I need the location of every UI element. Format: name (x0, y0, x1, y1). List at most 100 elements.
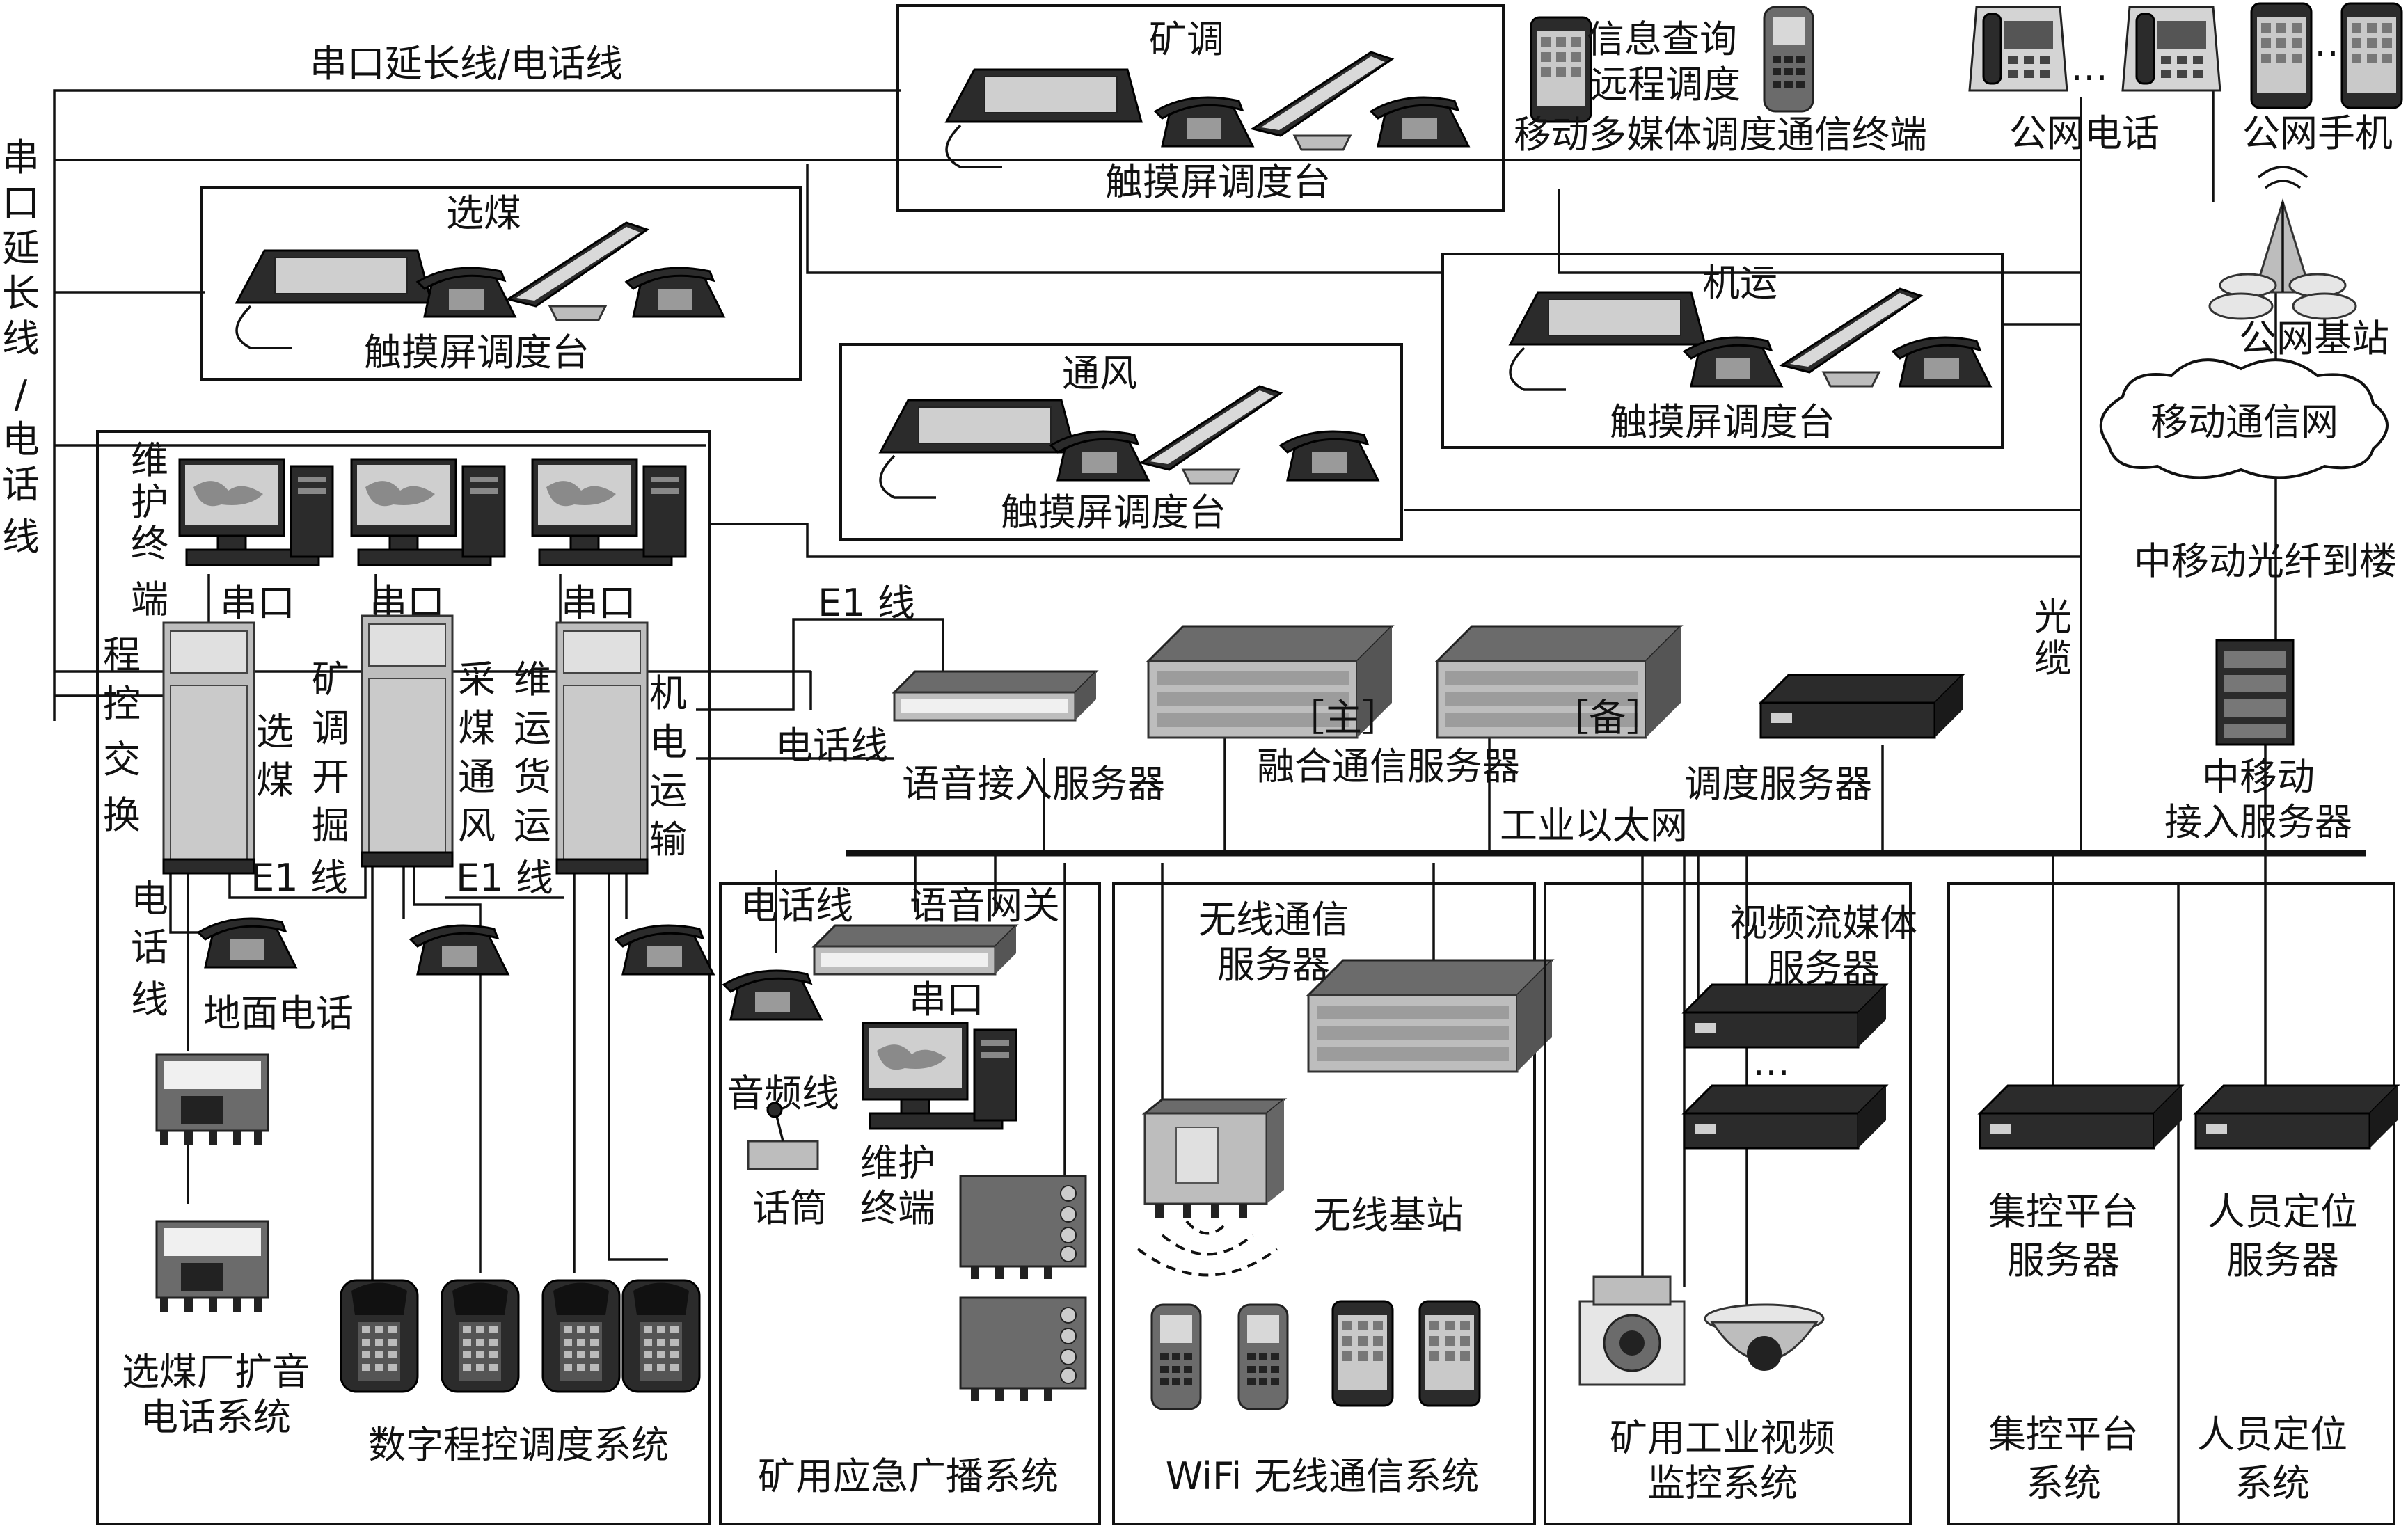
svg-text:程: 程 (103, 633, 141, 677)
svg-text:线: 线 (2, 317, 40, 360)
serial-label: 串口 (561, 581, 636, 625)
svg-text:串: 串 (2, 136, 40, 180)
kuangdiao-desk-label: 触摸屏调度台 (1105, 160, 1331, 204)
video-system-label-2: 监控系统 (1647, 1461, 1798, 1505)
public-phone-ellipsis: … (2070, 45, 2108, 89)
public-mobile-icon (2340, 2, 2403, 109)
jikong-server-label-1: 集控平台 (1988, 1190, 2139, 1234)
jiyun-title: 机运 (1702, 261, 1777, 305)
voice-access-server-icon (893, 670, 1098, 722)
dispatch-console-icon (945, 68, 1143, 168)
cmcc-server-label-2: 接入服务器 (2164, 800, 2352, 844)
svg-text:话: 话 (2, 463, 40, 507)
public-base-station-icon (2208, 166, 2357, 320)
cmcc-server-label-1: 中移动 (2202, 755, 2315, 799)
svg-text:话: 话 (131, 925, 168, 969)
master-label: ［主］ (1287, 696, 1400, 740)
explosion-proof-phone-icon (621, 1279, 701, 1393)
explosion-proof-camera-icon (1578, 1275, 1686, 1386)
video-dots: … (1752, 1040, 1790, 1084)
smartphone-icon (1418, 1300, 1481, 1407)
renyuan-server-icon (2194, 1084, 2399, 1150)
svg-text:掘: 掘 (312, 804, 349, 848)
jikong-server-icon (1979, 1084, 2183, 1150)
svg-text:控: 控 (103, 682, 141, 726)
desk-phone-icon (1370, 96, 1470, 148)
ground-phone-icon (197, 917, 297, 969)
xuanmei-title: 选煤 (446, 191, 521, 235)
wireless-base-station-icon (1141, 1098, 1288, 1218)
svg-text:终: 终 (131, 522, 168, 566)
jiyun-desk-label: 触摸屏调度台 (1610, 400, 1835, 444)
rugged-phone-icon (1237, 1303, 1289, 1410)
microphone-icon (747, 1102, 819, 1170)
pbx-cabinet-icon (361, 614, 454, 868)
fiber-cable-label-2: 缆 (2034, 637, 2072, 681)
tongfeng-dispatch-desk: 通风 触摸屏调度台 (839, 343, 1403, 541)
svg-text:煤: 煤 (256, 758, 294, 802)
broadcast-amplifier-icon (959, 1175, 1087, 1280)
xmc-pa-label-2: 电话系统 (141, 1395, 291, 1439)
svg-text:交: 交 (103, 738, 141, 781)
serial-ext-phone-label: 串口延长线/电话线 (310, 42, 623, 86)
bc-maint-label-1: 维护 (860, 1141, 935, 1185)
public-mobile-label: 公网手机 (2242, 111, 2393, 155)
svg-text:运: 运 (649, 769, 687, 813)
svg-text:选: 选 (256, 710, 294, 754)
voice-access-server-label: 语音接入服务器 (902, 762, 1165, 806)
xmc-pa-label-1: 选煤厂扩音 (122, 1350, 310, 1394)
mobile-network-cloud (2099, 358, 2389, 479)
public-mobile-icon (2250, 2, 2313, 109)
pa-phone-box-icon (155, 1220, 269, 1313)
svg-text:延: 延 (2, 226, 40, 270)
tongfeng-desk-label: 触摸屏调度台 (1001, 491, 1226, 534)
touch-monitor-icon (1780, 287, 1922, 388)
svg-text:长: 长 (2, 271, 40, 315)
svg-text:矿: 矿 (312, 658, 349, 701)
jikong-renyuan-box: 集控平台 服务器 集控平台 系统 人员定位 服务器 人员定位 系统 (1947, 882, 2399, 1525)
mobile-net-label: 移动通信网 (2150, 400, 2338, 444)
jiyun-dispatch-desk: 机运 触摸屏调度台 (1441, 253, 2004, 449)
svg-text:煤: 煤 (458, 706, 496, 750)
svg-text:运: 运 (514, 706, 551, 750)
digital-pbx-system-label: 数字程控调度系统 (368, 1423, 669, 1467)
voice-gateway-label: 语音网关 (910, 884, 1060, 928)
desk-phone-icon (1154, 96, 1254, 148)
svg-text:采: 采 (458, 658, 496, 701)
dispatch-console-icon (879, 399, 1077, 499)
explosion-proof-phone-icon (340, 1279, 419, 1393)
svg-text:通: 通 (458, 755, 496, 799)
touch-monitor-icon (1140, 385, 1282, 485)
svg-text:换: 换 (103, 793, 141, 837)
svg-text:输: 输 (649, 818, 687, 861)
cmcc-fiber-label: 中移动光纤到楼 (2134, 539, 2397, 583)
e1-line-label: E1 线 (251, 856, 348, 900)
video-server-label-1: 视频流媒体 (1729, 901, 1917, 945)
public-phone-icon (1968, 6, 2068, 92)
digital-pbx-system-box: 维 护 终 端 串口 串口 串口 程 控 交 换 选 煤 矿 调 开 掘 采 煤… (96, 430, 715, 1525)
mobile-terminal-label: 移动多媒体调度通信终端 (1514, 113, 1927, 157)
serial-ext-phone-vertical: 串 口 延 长 线 / 电 话 线 (2, 136, 40, 559)
explosion-proof-phone-icon (541, 1279, 621, 1393)
wifi-server-icon (1307, 959, 1553, 1073)
pbx-cabinet-icon (555, 621, 649, 875)
svg-text:线: 线 (2, 515, 40, 559)
kuangdiao-dispatch-desk: 矿调 触摸屏调度台 (896, 4, 1505, 212)
e1-line-center-label: E1 线 (818, 581, 915, 625)
dispatch-server-label: 调度服务器 (1684, 762, 1872, 806)
video-system-box: 视频流媒体 服务器 … 矿用工业视频 监控系统 (1544, 882, 1917, 1525)
rugged-phone-icon (1150, 1303, 1202, 1410)
cmcc-access-server-icon (2215, 639, 2295, 746)
svg-text:线: 线 (131, 978, 168, 1022)
svg-text:电: 电 (649, 720, 687, 764)
svg-text:护: 护 (131, 480, 168, 524)
bc-serial-label: 串口 (909, 978, 984, 1022)
desk-phone-icon (1683, 336, 1783, 388)
desk-phone-icon (1892, 336, 1992, 388)
ground-phone-label: 地面电话 (203, 992, 354, 1035)
info-query-label: 信息查询 (1587, 17, 1737, 61)
touch-monitor-icon (1251, 51, 1393, 151)
serial-label: 串口 (220, 581, 295, 625)
fiber-cable-label-1: 光 (2034, 595, 2072, 639)
